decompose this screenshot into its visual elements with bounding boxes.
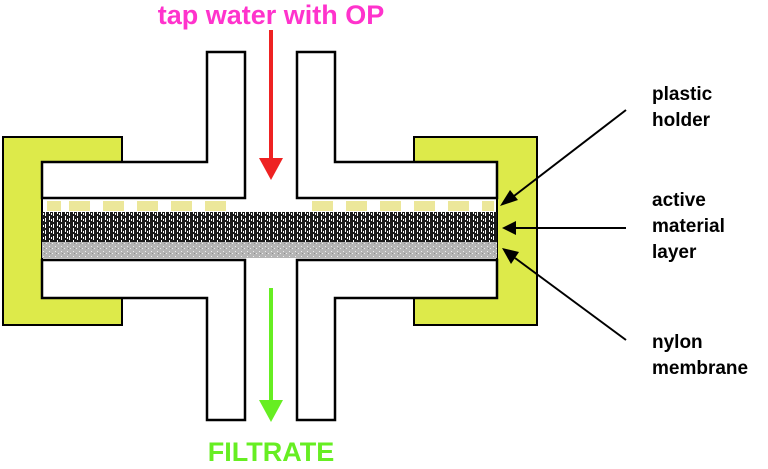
- upper-holder-left: [40, 50, 247, 200]
- upper-holder-right: [295, 50, 499, 200]
- inflow-arrow: [259, 30, 283, 180]
- nylon-membrane-layer: [42, 242, 497, 258]
- nylon-membrane-label: nylon membrane: [652, 332, 748, 379]
- callout-arrows: [500, 109, 627, 341]
- spacer-dashes: [47, 201, 494, 211]
- outflow-label: FILTRATE: [208, 437, 334, 467]
- lower-holder-left: [40, 258, 247, 422]
- plastic-holder-label: plastic holder: [652, 84, 717, 131]
- inflow-label: tap water with OP: [158, 0, 385, 30]
- lower-holder-right: [295, 258, 499, 422]
- outflow-arrow: [259, 288, 283, 422]
- active-material-layer: [42, 212, 497, 242]
- active-material-layer-label: active material layer: [652, 190, 730, 263]
